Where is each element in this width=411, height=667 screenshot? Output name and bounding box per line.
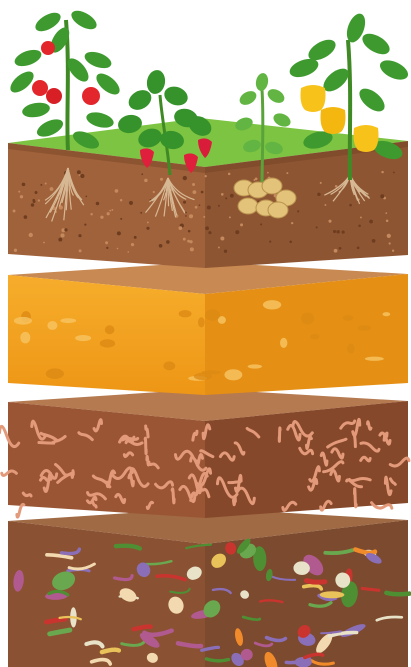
worm — [172, 489, 174, 503]
bell-pepper-fruit — [354, 125, 379, 152]
leaf — [255, 72, 270, 92]
leaf — [85, 110, 116, 131]
leaf — [355, 84, 388, 116]
worm — [234, 497, 236, 505]
leaf — [237, 88, 259, 107]
compost-scrap — [206, 659, 228, 661]
leaf — [7, 68, 37, 97]
worm — [279, 428, 280, 441]
leaf — [68, 7, 99, 33]
leaf — [265, 86, 287, 105]
worm — [355, 436, 356, 447]
worm — [122, 438, 137, 440]
potato — [268, 202, 288, 218]
worm-layer — [0, 389, 409, 518]
worm — [145, 438, 146, 453]
compost-scrap — [306, 581, 324, 582]
leaf — [145, 69, 167, 96]
worm — [229, 482, 240, 483]
leaf — [359, 30, 393, 59]
bell-pepper-fruit — [301, 85, 326, 112]
leaf — [12, 47, 43, 70]
compost-scrap — [46, 619, 65, 622]
leaf — [162, 83, 191, 108]
worm — [355, 489, 357, 507]
worm — [17, 504, 24, 517]
compost-layer — [8, 508, 409, 667]
compost-scrap — [102, 650, 119, 652]
tomato-fruit — [82, 87, 100, 105]
compost-front-face — [8, 521, 205, 667]
leaf — [82, 49, 113, 72]
potato — [238, 198, 258, 214]
potato — [262, 178, 282, 194]
sand-front-face — [8, 275, 205, 395]
tomato-fruit — [32, 80, 48, 96]
tomato-fruit — [41, 41, 55, 55]
compost-scrap — [386, 593, 409, 594]
compost-scrap — [362, 588, 378, 590]
leaf — [377, 56, 411, 83]
compost-scrap — [320, 591, 345, 598]
leaf — [21, 101, 51, 120]
worm — [147, 456, 149, 465]
tomato-fruit — [46, 88, 62, 104]
bell-pepper-fruit — [321, 107, 346, 134]
sand-layer — [8, 262, 408, 395]
